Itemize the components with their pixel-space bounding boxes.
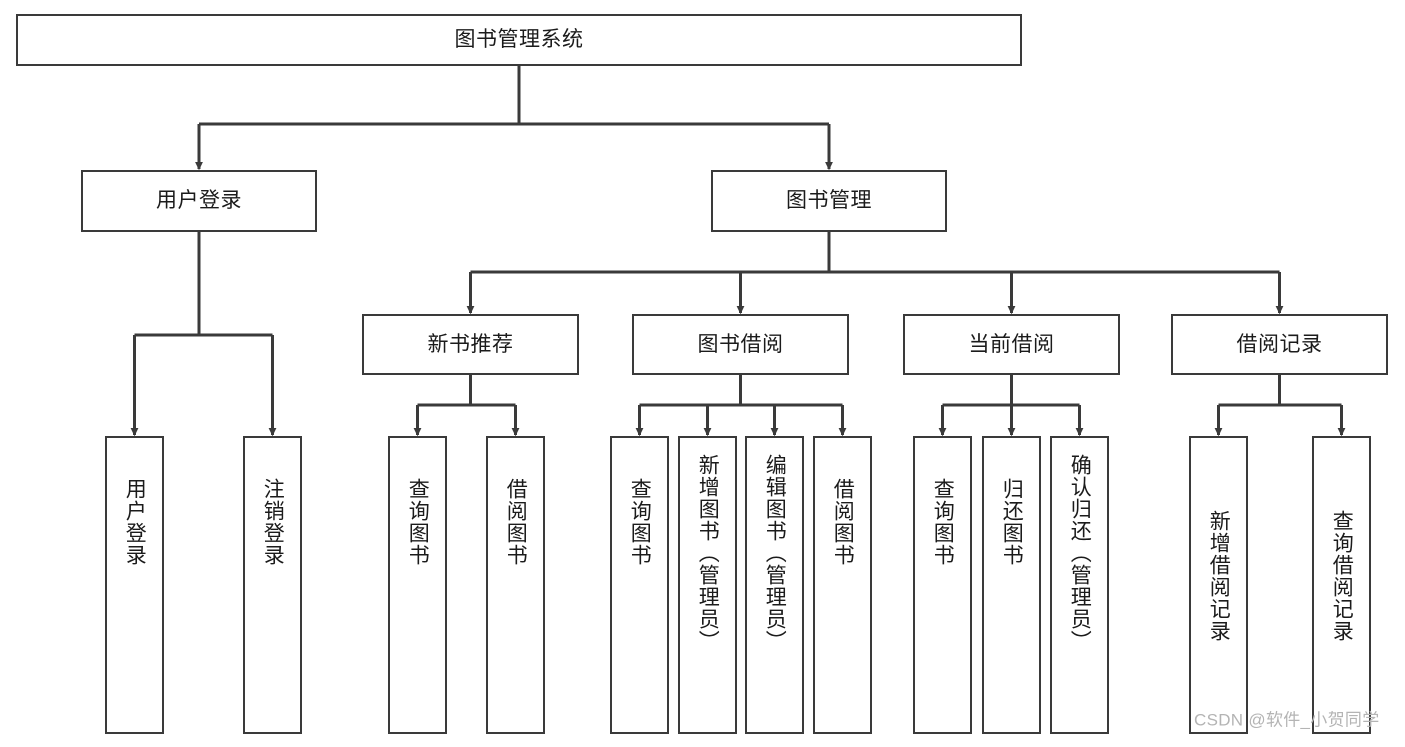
node-label: 借阅图书 — [504, 478, 528, 566]
node-label: 借阅图书 — [831, 478, 855, 566]
node-leaf-bb-edit-book: 编辑图书（管理员） — [745, 436, 804, 734]
node-leaf-bb-borrow-book: 借阅图书 — [813, 436, 872, 734]
node-label: 借阅记录 — [1236, 332, 1323, 356]
node-leaf-cb-confirm-return: 确认归还（管理员） — [1050, 436, 1109, 734]
node-label: 用户登录 — [156, 189, 242, 213]
node-label: 新增图书（管理员） — [696, 454, 720, 652]
node-book-borrow: 图书借阅 — [632, 314, 849, 375]
node-new-book-recommend: 新书推荐 — [362, 314, 579, 375]
node-label: 新书推荐 — [427, 332, 514, 356]
node-label: 图书管理系统 — [454, 28, 584, 52]
node-leaf-cb-return-book: 归还图书 — [982, 436, 1041, 734]
node-user-login: 用户登录 — [81, 170, 317, 232]
node-leaf-nb-borrow-book: 借阅图书 — [486, 436, 545, 734]
node-root: 图书管理系统 — [16, 14, 1022, 66]
node-label: 注销登录 — [261, 478, 285, 566]
node-leaf-bb-add-book: 新增图书（管理员） — [678, 436, 737, 734]
node-label: 查询图书 — [406, 478, 430, 566]
node-leaf-nb-query-book: 查询图书 — [388, 436, 447, 734]
csdn-watermark: CSDN @软件_小贺同学 — [1194, 710, 1380, 730]
node-leaf-br-query-record: 查询借阅记录 — [1312, 436, 1371, 734]
node-label: 查询图书 — [628, 478, 652, 566]
node-leaf-bb-query-book: 查询图书 — [610, 436, 669, 734]
node-label: 用户登录 — [123, 478, 147, 566]
node-leaf-user-logout: 注销登录 — [243, 436, 302, 734]
node-leaf-br-add-record: 新增借阅记录 — [1189, 436, 1248, 734]
node-leaf-cb-query-book: 查询图书 — [913, 436, 972, 734]
node-label: 图书借阅 — [697, 332, 784, 356]
node-current-borrow: 当前借阅 — [903, 314, 1120, 375]
node-leaf-user-login: 用户登录 — [105, 436, 164, 734]
node-book-manage: 图书管理 — [711, 170, 947, 232]
node-label: 图书管理 — [786, 189, 872, 213]
node-borrow-record: 借阅记录 — [1171, 314, 1388, 375]
node-label: 确认归还（管理员） — [1068, 454, 1092, 652]
connector-group — [130, 66, 1346, 437]
node-label: 归还图书 — [1000, 478, 1024, 566]
node-label: 编辑图书（管理员） — [763, 454, 787, 652]
node-label: 查询借阅记录 — [1330, 510, 1354, 642]
node-label: 新增借阅记录 — [1207, 510, 1231, 642]
node-label: 当前借阅 — [968, 332, 1055, 356]
node-label: 查询图书 — [931, 478, 955, 566]
